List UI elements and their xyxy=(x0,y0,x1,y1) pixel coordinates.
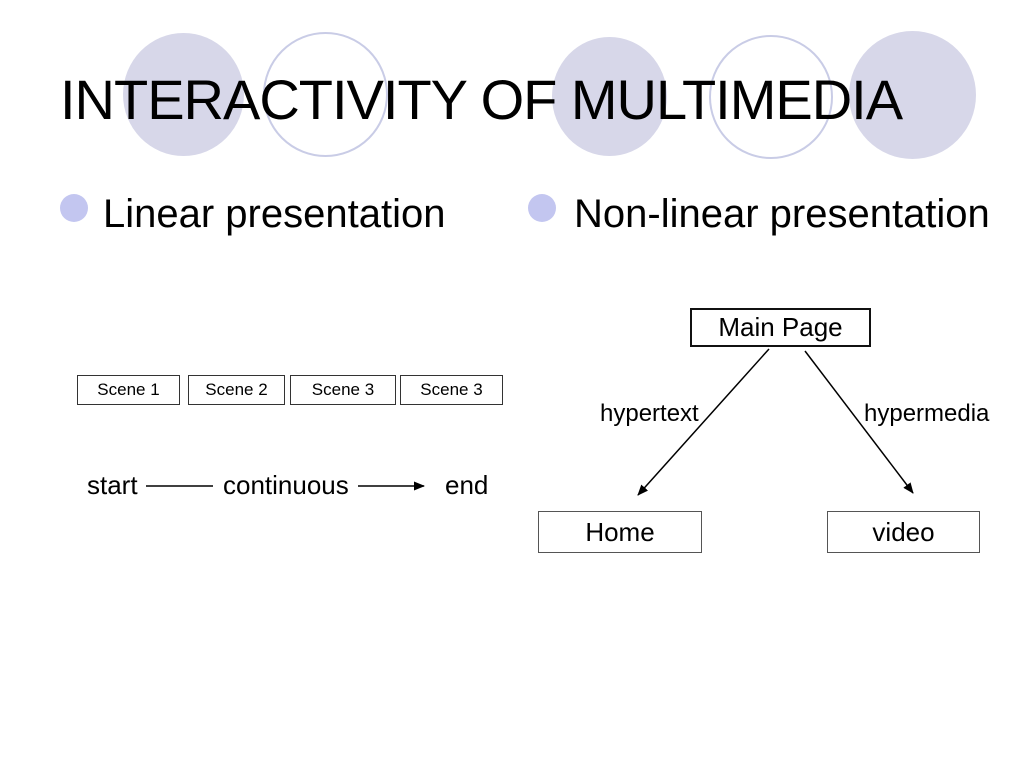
scene-box-4: Scene 3 xyxy=(400,375,503,405)
node-home-label: Home xyxy=(585,516,655,547)
decor-circle-filled-2 xyxy=(552,37,667,156)
decor-circle-outlined-2 xyxy=(709,35,833,159)
edge-label-hypertext: hypertext xyxy=(600,400,699,427)
edge-label-hypermedia: hypermedia xyxy=(864,400,990,427)
decor-circle-filled-1 xyxy=(123,33,244,156)
slide-title: INTERACTIVITY OF MULTIMEDIA xyxy=(60,68,903,131)
flow-start-label: start xyxy=(87,470,138,500)
node-main-page: Main Page xyxy=(690,308,871,347)
scene-box-label: Scene 3 xyxy=(311,380,375,399)
decor-circle-filled-3 xyxy=(849,31,976,159)
node-video: video xyxy=(827,511,980,553)
bullet-label-nonlinear: Non-linear presentation xyxy=(574,192,990,236)
scene-box-3: Scene 3 xyxy=(290,375,396,405)
scene-box-2: Scene 2 xyxy=(188,375,285,405)
flow-continuous-label: continuous xyxy=(223,470,349,500)
bullet-icon xyxy=(528,194,556,222)
node-video-label: video xyxy=(872,516,935,547)
scene-box-1: Scene 1 xyxy=(77,375,180,405)
bullet-label-linear: Linear presentation xyxy=(103,192,446,236)
decor-circle-outlined-1 xyxy=(263,32,388,157)
scene-box-label: Scene 3 xyxy=(420,380,483,399)
scene-box-label: Scene 1 xyxy=(97,380,160,399)
bullet-icon xyxy=(60,194,88,222)
scene-box-label: Scene 2 xyxy=(205,380,268,399)
node-main-page-label: Main Page xyxy=(718,312,843,342)
node-home: Home xyxy=(538,511,702,553)
flow-end-label: end xyxy=(445,470,489,500)
